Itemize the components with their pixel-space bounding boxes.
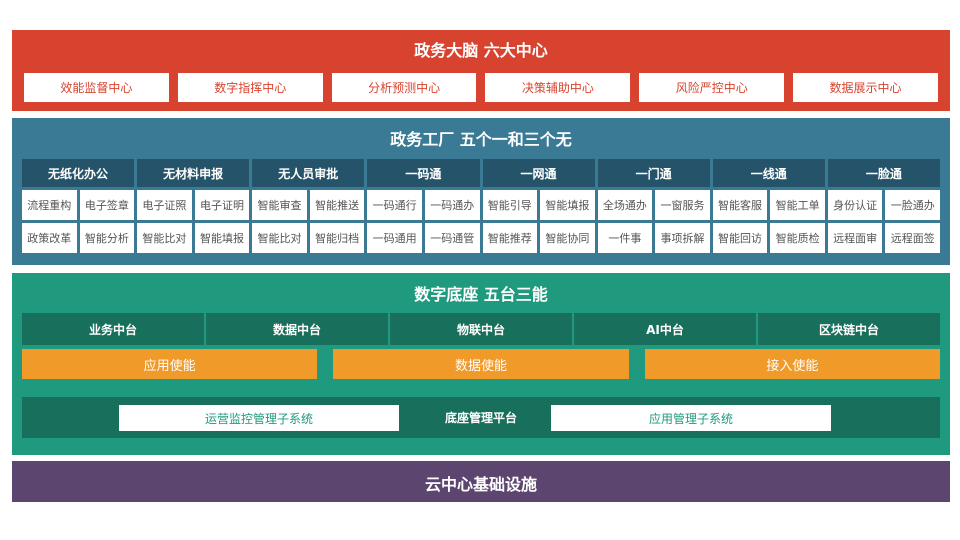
enabler-bar[interactable]: 接入使能 xyxy=(644,349,940,379)
group-item[interactable]: 电子证明 xyxy=(194,190,250,220)
group-item[interactable]: 远程面审 xyxy=(827,223,883,253)
section-title: 云中心基础设施 xyxy=(424,475,537,494)
section-title: 政务工厂 五个一和三个无 xyxy=(390,130,572,149)
factory-group: 一码通一码通行一码通办一码通用一码通管 xyxy=(367,159,480,253)
group-item[interactable]: 一码通行 xyxy=(367,190,422,220)
factory-group: 一线通智能客服智能工单智能回访智能质检 xyxy=(712,159,825,253)
group-item[interactable]: 一码通管 xyxy=(424,223,480,253)
group-item[interactable]: 智能审查 xyxy=(252,190,307,220)
group-items: 电子证照电子证明智能比对智能填报 xyxy=(137,190,250,253)
enabler-bar[interactable]: 数据使能 xyxy=(333,349,629,379)
platform-header[interactable]: 数据中台 xyxy=(206,313,388,345)
group-item[interactable]: 智能填报 xyxy=(194,223,250,253)
group-item[interactable]: 智能填报 xyxy=(540,190,595,220)
group-item[interactable]: 智能比对 xyxy=(252,223,307,253)
enabler-bar[interactable]: 应用使能 xyxy=(22,349,318,379)
group-item[interactable]: 智能分析 xyxy=(79,223,135,253)
group-header: 无材料申报 xyxy=(137,159,250,187)
group-header: 一线通 xyxy=(712,159,825,187)
group-item[interactable]: 一脸通办 xyxy=(885,190,940,220)
factory-group: 无材料申报电子证照电子证明智能比对智能填报 xyxy=(137,159,250,253)
group-item[interactable]: 智能客服 xyxy=(712,190,768,220)
group-header: 一码通 xyxy=(367,159,480,187)
group-item[interactable]: 一码通办 xyxy=(424,190,480,220)
cloud-infrastructure-section: 云中心基础设施 xyxy=(12,461,950,502)
group-header: 一门通 xyxy=(597,159,710,187)
factory-group: 一网通智能引导智能填报智能推荐智能协同 xyxy=(482,159,595,253)
group-item[interactable]: 电子签章 xyxy=(79,190,135,220)
group-item[interactable]: 智能回访 xyxy=(712,223,768,253)
group-item[interactable]: 流程重构 xyxy=(22,190,77,220)
group-items: 智能客服智能工单智能回访智能质检 xyxy=(712,190,825,253)
platform-header[interactable]: AI中台 xyxy=(574,313,756,345)
group-header: 一脸通 xyxy=(827,159,940,187)
group-item[interactable]: 政策改革 xyxy=(22,223,77,253)
operation-monitoring-subsystem[interactable]: 运营监控管理子系统 xyxy=(119,405,399,431)
group-item[interactable]: 智能工单 xyxy=(770,190,825,220)
group-item[interactable]: 一窗服务 xyxy=(655,190,710,220)
group-header: 无人员审批 xyxy=(252,159,365,187)
group-item[interactable]: 智能推送 xyxy=(309,190,365,220)
group-items: 流程重构电子签章政策改革智能分析 xyxy=(22,190,135,253)
group-items: 一码通行一码通办一码通用一码通管 xyxy=(367,190,480,253)
center-button[interactable]: 效能监督中心 xyxy=(24,73,169,102)
group-item[interactable]: 全场通办 xyxy=(597,190,653,220)
group-item[interactable]: 一码通用 xyxy=(367,223,422,253)
group-item[interactable]: 智能归档 xyxy=(309,223,365,253)
government-factory-section: 政务工厂 五个一和三个无 无纸化办公流程重构电子签章政策改革智能分析无材料申报电… xyxy=(12,118,950,265)
group-item[interactable]: 身份认证 xyxy=(827,190,883,220)
group-items: 智能审查智能推送智能比对智能归档 xyxy=(252,190,365,253)
group-item[interactable]: 远程面签 xyxy=(885,223,940,253)
group-items: 智能引导智能填报智能推荐智能协同 xyxy=(482,190,595,253)
platform-header[interactable]: 业务中台 xyxy=(22,313,204,345)
base-management-platform: 运营监控管理子系统 底座管理平台 应用管理子系统 xyxy=(22,397,940,438)
factory-group: 无纸化办公流程重构电子签章政策改革智能分析 xyxy=(22,159,135,253)
section-title: 政务大脑 六大中心 xyxy=(414,41,548,60)
center-button[interactable]: 数据展示中心 xyxy=(793,73,938,102)
center-button[interactable]: 风险严控中心 xyxy=(639,73,785,102)
group-item[interactable]: 智能比对 xyxy=(137,223,192,253)
group-item[interactable]: 智能推荐 xyxy=(482,223,538,253)
group-item[interactable]: 智能协同 xyxy=(540,223,595,253)
center-button[interactable]: 决策辅助中心 xyxy=(485,73,631,102)
platform-header[interactable]: 物联中台 xyxy=(390,313,572,345)
group-header: 无纸化办公 xyxy=(22,159,135,187)
factory-group: 一门通全场通办一窗服务一件事事项拆解 xyxy=(597,159,710,253)
factory-group: 无人员审批智能审查智能推送智能比对智能归档 xyxy=(252,159,365,253)
group-item[interactable]: 一件事 xyxy=(597,223,653,253)
group-item[interactable]: 电子证照 xyxy=(137,190,192,220)
group-item[interactable]: 智能引导 xyxy=(482,190,538,220)
group-item[interactable]: 智能质检 xyxy=(770,223,825,253)
group-header: 一网通 xyxy=(482,159,595,187)
group-items: 身份认证一脸通办远程面审远程面签 xyxy=(827,190,940,253)
center-button[interactable]: 数字指挥中心 xyxy=(177,73,323,102)
government-brain-section: 政务大脑 六大中心 效能监督中心数字指挥中心分析预测中心决策辅助中心风险严控中心… xyxy=(12,30,950,111)
group-item[interactable]: 事项拆解 xyxy=(655,223,710,253)
group-items: 全场通办一窗服务一件事事项拆解 xyxy=(597,190,710,253)
platform-header[interactable]: 区块链中台 xyxy=(758,313,940,345)
factory-group: 一脸通身份认证一脸通办远程面审远程面签 xyxy=(827,159,940,253)
section-title: 数字底座 五台三能 xyxy=(414,285,548,304)
application-management-subsystem[interactable]: 应用管理子系统 xyxy=(551,405,831,431)
center-button[interactable]: 分析预测中心 xyxy=(331,73,477,102)
